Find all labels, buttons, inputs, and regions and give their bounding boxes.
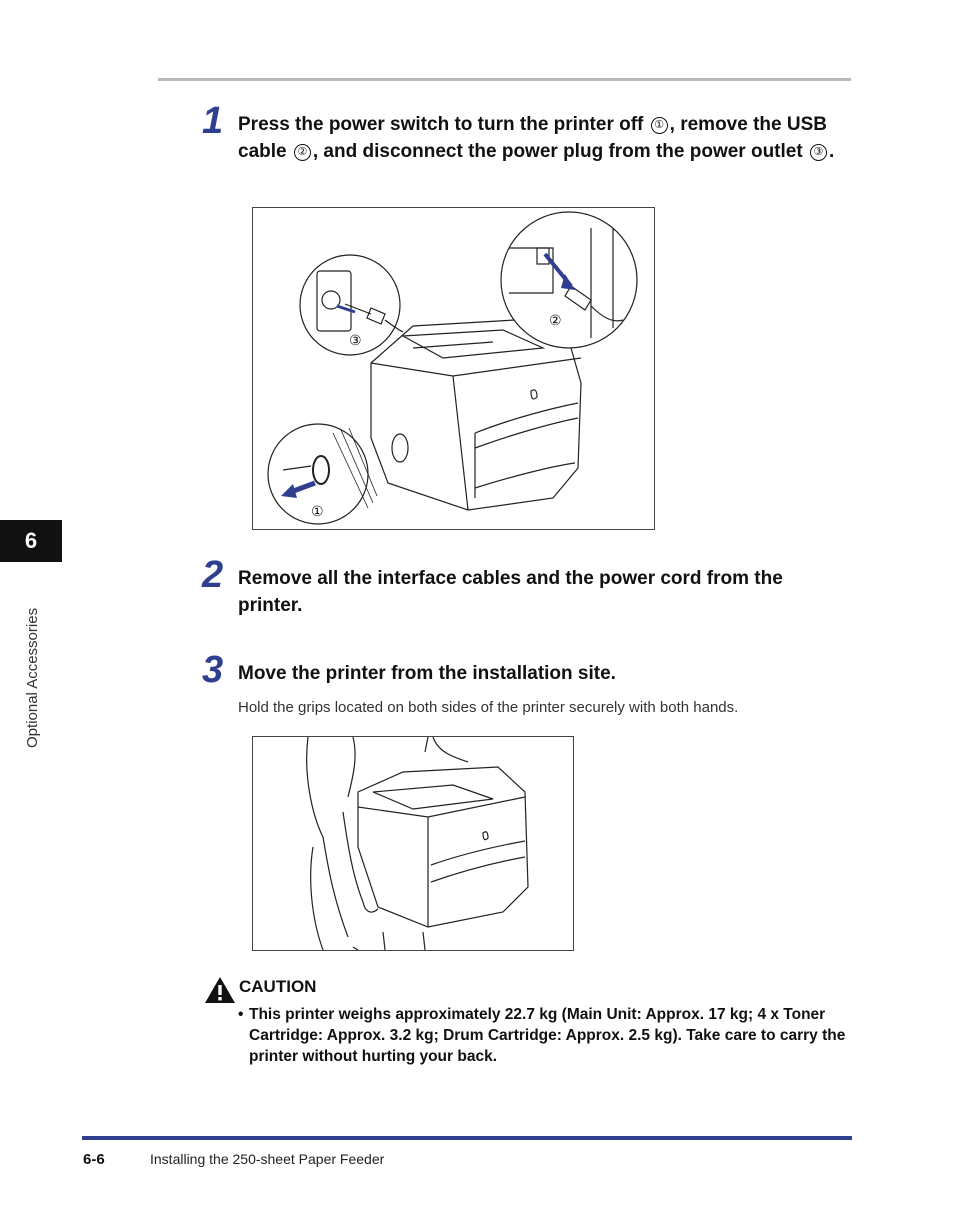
callout-3: ③ (349, 332, 362, 348)
step-1-number: 1 (202, 100, 224, 142)
printer-carry-illustration (306, 736, 529, 951)
figure-carry-printer (252, 736, 574, 951)
chapter-tab: 6 (0, 520, 62, 562)
printer-disconnect-illustration (267, 211, 638, 525)
footer-title: Installing the 250-sheet Paper Feeder (150, 1151, 385, 1167)
step-1-text-part: . (828, 141, 835, 162)
step-1-text-part: , remove the USB cable (238, 114, 827, 162)
figure-disconnect-printer: ③ ② ① (252, 207, 655, 530)
chapter-label: Optional Accessories (24, 607, 41, 748)
caution-bullet: • (238, 1006, 244, 1023)
caution-title: CAUTION (239, 977, 317, 996)
callout-marker-2: ② (293, 144, 311, 161)
step-2-text: Remove all the interface cables and the … (238, 568, 783, 616)
step-1-text: Press the power switch to turn the print… (238, 111, 848, 165)
top-rule (158, 78, 851, 81)
step-3-note: Hold the grips located on both sides of … (238, 699, 739, 716)
step-3-number: 3 (202, 649, 224, 691)
step-2-number: 2 (202, 554, 224, 596)
callout-1: ① (311, 503, 324, 519)
warning-triangle-icon (205, 977, 235, 1003)
callout-marker-3: ③ (809, 144, 827, 161)
caution-text: This printer weighs approximately 22.7 k… (249, 1006, 846, 1065)
page-number: 6-6 (83, 1151, 105, 1168)
step-3-text: Move the printer from the installation s… (238, 663, 616, 684)
step-1-text-part: Press the power switch to turn the print… (238, 114, 649, 135)
step-1-text-part: , and disconnect the power plug from the… (312, 141, 808, 162)
footer-rule (82, 1136, 852, 1140)
callout-2: ② (549, 312, 562, 328)
callout-marker-1: ① (650, 117, 668, 134)
